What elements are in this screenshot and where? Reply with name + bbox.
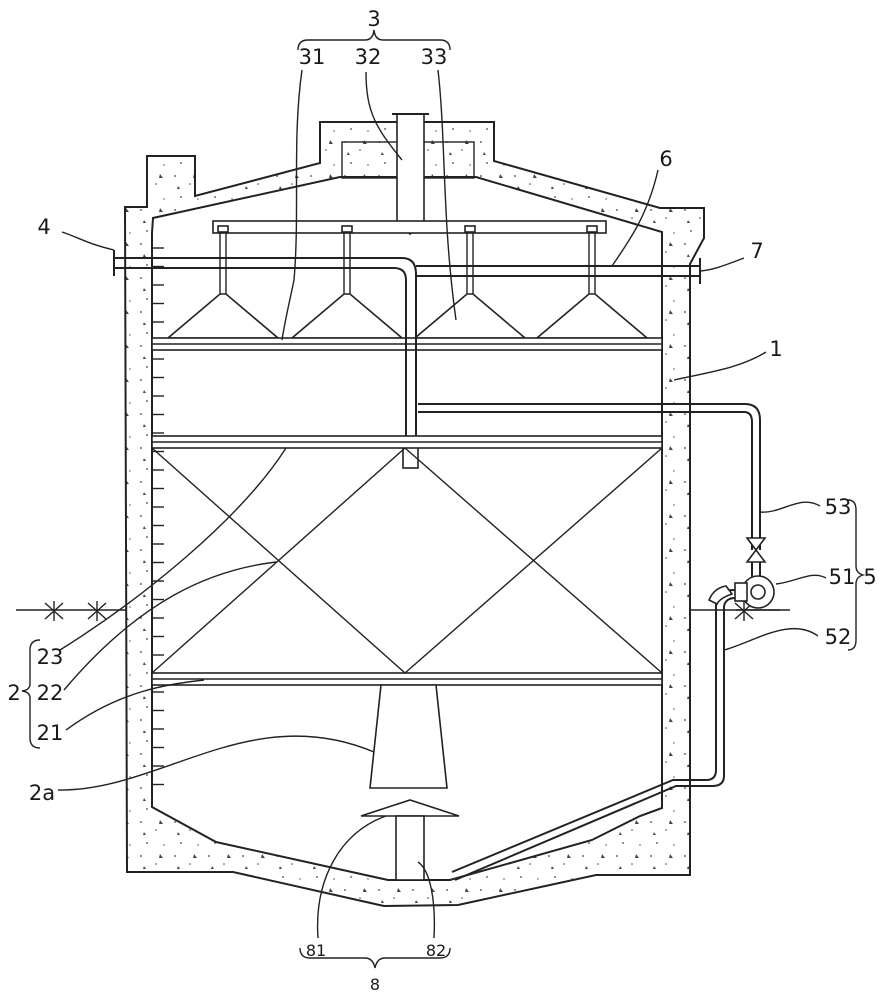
label-51: 51 (829, 565, 856, 589)
label-52: 52 (825, 625, 852, 649)
leader-31 (281, 69, 303, 341)
leader-32 (365, 71, 403, 161)
label-32: 32 (355, 45, 382, 69)
leader-81 (316, 815, 387, 939)
distributor-cones (165, 225, 650, 339)
leader-82 (417, 861, 436, 939)
filter-media-22 (151, 447, 663, 674)
distribution-header (212, 220, 607, 234)
leader-23 (59, 447, 287, 651)
diffuser-2a (369, 684, 448, 789)
brace-2 (21, 639, 41, 749)
label-31: 31 (299, 45, 326, 69)
ground-symbol-left-2 (87, 601, 107, 621)
overflow-pipe-6 (113, 250, 701, 469)
label-33: 33 (421, 45, 448, 69)
leader-4 (61, 231, 115, 251)
leader-1 (673, 351, 767, 381)
label-7: 7 (750, 239, 763, 263)
label-5: 5 (863, 565, 876, 589)
discharge-pipe-53-inner (418, 411, 753, 550)
brace-5 (847, 499, 866, 651)
label-8: 8 (370, 975, 380, 994)
leader-lines (57, 69, 827, 939)
leader-2a (57, 735, 375, 791)
tank-interior (151, 176, 663, 881)
suction-pipe-52-inner (454, 597, 736, 881)
label-53: 53 (825, 495, 852, 519)
reference-labels: 3 31 32 33 4 6 7 1 53 51 5 52 23 2 22 21… (7, 7, 876, 994)
brace-3 (297, 29, 451, 51)
label-21: 21 (37, 721, 64, 745)
valve (745, 537, 767, 563)
pipe-elbow (707, 585, 734, 606)
filter-assembly (151, 435, 663, 789)
label-81: 81 (306, 941, 326, 960)
bottom-inlet-8 (360, 799, 460, 881)
discharge-pipe-53-outer (418, 403, 761, 550)
leader-33 (437, 69, 457, 321)
leader-51 (775, 574, 827, 585)
leader-6 (611, 169, 659, 267)
label-6: 6 (659, 147, 672, 171)
leader-53 (759, 501, 821, 513)
pump-51 (734, 575, 780, 611)
label-4: 4 (37, 215, 50, 239)
leader-7 (699, 257, 745, 272)
label-22: 22 (37, 681, 64, 705)
label-23: 23 (37, 645, 64, 669)
return-system-5 (418, 403, 780, 881)
tank-body (123, 121, 705, 908)
leader-21 (65, 679, 205, 731)
label-2a: 2a (29, 781, 55, 805)
label-82: 82 (426, 941, 446, 960)
label-3: 3 (367, 7, 380, 31)
leader-52 (723, 627, 819, 651)
label-2: 2 (7, 681, 20, 705)
leader-22 (63, 561, 277, 691)
brace-8 (299, 947, 451, 969)
label-1: 1 (769, 337, 782, 361)
ground-symbol-left-1 (44, 601, 64, 621)
inlet-pipe-32 (396, 113, 425, 236)
inlet-pipe-82 (395, 815, 425, 881)
